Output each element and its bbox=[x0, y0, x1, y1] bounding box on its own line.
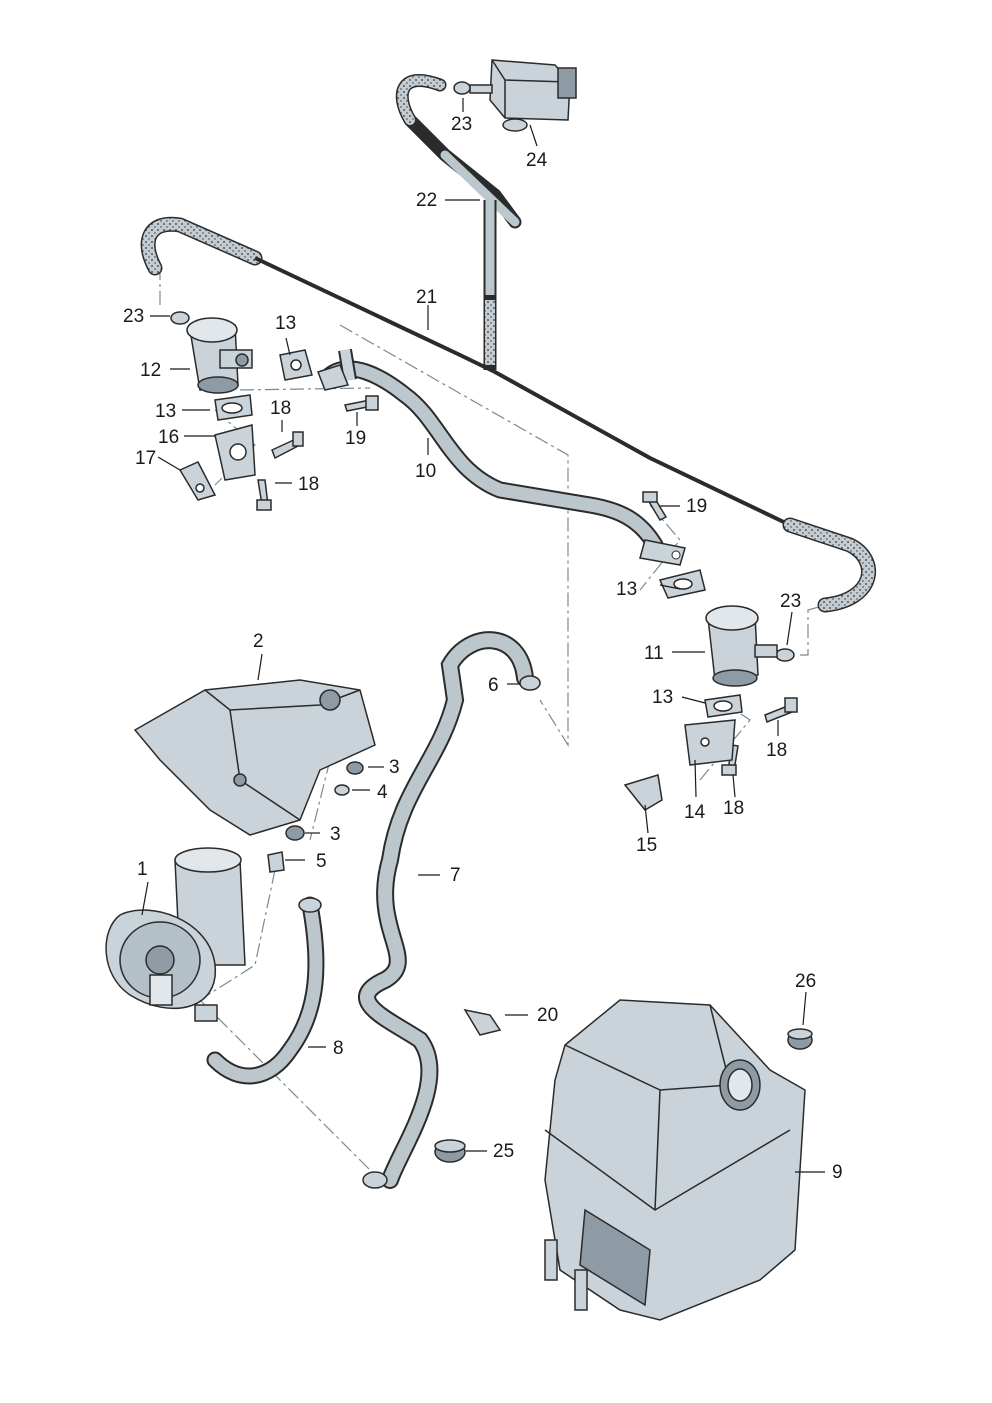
callout-11: 11 bbox=[644, 643, 664, 664]
callout-26: 26 bbox=[795, 971, 817, 992]
combination-valve-11 bbox=[623, 569, 778, 811]
callout-14: 14 bbox=[684, 802, 706, 823]
bolts bbox=[256, 395, 798, 776]
callout-13-bottom: 13 bbox=[652, 687, 674, 708]
callout-7: 7 bbox=[450, 865, 461, 886]
hose-21 bbox=[140, 216, 877, 613]
callout-24: 24 bbox=[526, 150, 548, 171]
callout-9: 9 bbox=[832, 1162, 843, 1183]
solenoid-valve-24 bbox=[469, 59, 577, 132]
callout-21: 21 bbox=[416, 287, 438, 308]
callout-20: 20 bbox=[537, 1005, 559, 1026]
pipe-10 bbox=[317, 348, 686, 566]
callout-18-lower-right: 18 bbox=[723, 798, 745, 819]
bracket-2 bbox=[133, 679, 376, 873]
hose-22 bbox=[395, 74, 522, 370]
callout-12: 12 bbox=[140, 360, 162, 381]
callout-3-lower: 3 bbox=[330, 824, 341, 845]
callout-15: 15 bbox=[636, 835, 658, 856]
hose-7 bbox=[358, 631, 541, 1189]
callout-8: 8 bbox=[333, 1038, 344, 1059]
air-filter-housing-9 bbox=[544, 999, 806, 1321]
callout-13-right: 13 bbox=[616, 579, 638, 600]
hose-clamps-23 bbox=[170, 81, 795, 662]
callout-19-right: 19 bbox=[686, 496, 708, 517]
callout-6: 6 bbox=[488, 675, 499, 696]
assembly-lines bbox=[159, 270, 827, 1171]
callout-1: 1 bbox=[137, 859, 148, 880]
callout-18-upper-right: 18 bbox=[766, 740, 788, 761]
callout-4: 4 bbox=[377, 782, 388, 803]
callout-5: 5 bbox=[316, 851, 327, 872]
callout-19-left: 19 bbox=[345, 428, 367, 449]
callout-2: 2 bbox=[253, 631, 264, 652]
callout-18-lower-left: 18 bbox=[298, 474, 320, 495]
leader-lines bbox=[141, 98, 825, 1173]
callout-23-right: 23 bbox=[780, 591, 802, 612]
hose-8 bbox=[206, 896, 325, 1085]
callout-22: 22 bbox=[416, 190, 438, 211]
callout-17: 17 bbox=[135, 448, 157, 469]
callout-13-top: 13 bbox=[275, 313, 297, 334]
callout-18-upper-left: 18 bbox=[270, 398, 292, 419]
callout-13-left: 13 bbox=[155, 401, 177, 422]
callout-25: 25 bbox=[493, 1141, 515, 1162]
secondary-air-pump-1 bbox=[105, 847, 246, 1022]
callout-10: 10 bbox=[415, 461, 437, 482]
callout-23-left: 23 bbox=[123, 306, 145, 327]
combination-valve-12 bbox=[178, 317, 313, 501]
callout-23-top: 23 bbox=[451, 114, 473, 135]
small-parts-20-25-26 bbox=[434, 1008, 813, 1163]
callout-3-upper: 3 bbox=[389, 757, 400, 778]
callout-16: 16 bbox=[158, 427, 180, 448]
